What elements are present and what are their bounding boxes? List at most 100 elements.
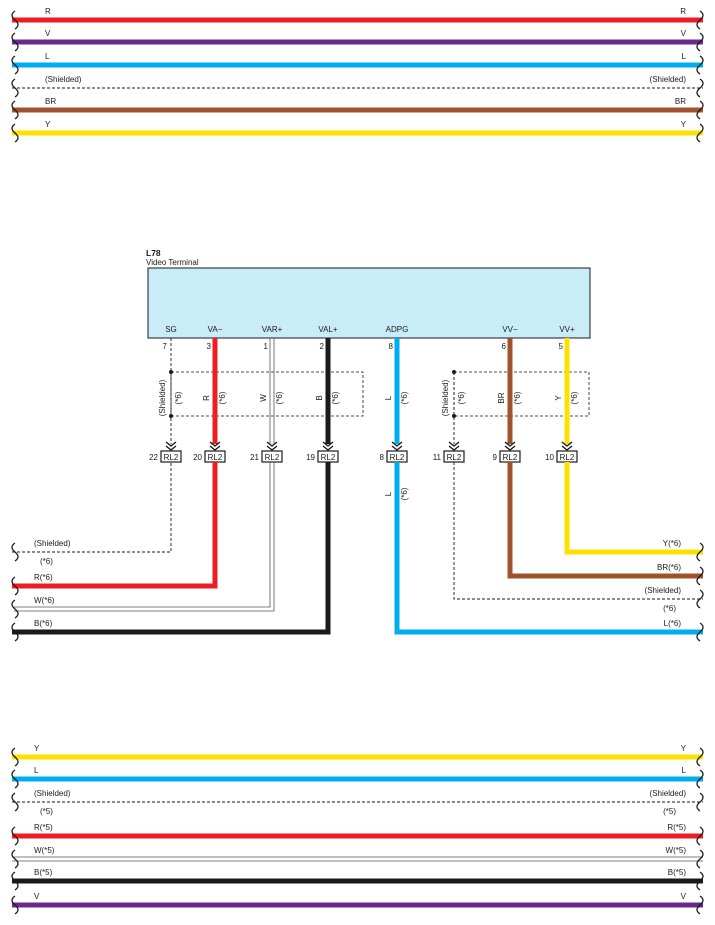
mid-right-wire-label: Y(*6) — [663, 539, 682, 548]
mid-right-wire-label: BR(*6) — [657, 563, 681, 572]
bottom-wire-label-right: Y — [681, 744, 687, 753]
harness-break-right — [696, 871, 704, 891]
harness-break-right — [696, 792, 704, 812]
harness-break-right — [696, 123, 704, 143]
terminal-chevron — [391, 445, 403, 451]
bottom-wire-note-left: (*5) — [40, 807, 53, 816]
harness-break-right — [696, 566, 704, 586]
pin-wire-note: (*6) — [457, 391, 466, 404]
bottom-wire-label-left: (Shielded) — [34, 789, 71, 798]
mid-left-wire-note: (*6) — [40, 557, 53, 566]
rl2-connector-label: RL2 — [503, 453, 518, 462]
harness-break-left — [11, 895, 19, 915]
harness-break-left — [11, 10, 19, 30]
pin-wire-color-label: (Shielded) — [441, 379, 450, 416]
top-wire-label-left: (Shielded) — [45, 75, 82, 84]
rl2-pin-number: 9 — [493, 453, 498, 462]
mid-left-wire — [12, 462, 172, 553]
terminal-chevron — [266, 445, 278, 451]
bottom-wire-label-left: W(*5) — [34, 846, 55, 855]
pin-wire-color-label: L — [384, 395, 393, 400]
harness-break-right — [696, 100, 704, 120]
terminal-chevron — [266, 441, 278, 447]
pin-name: SG — [165, 325, 177, 334]
mid-left-wire-label: R(*6) — [34, 573, 53, 582]
mid-left-wire-outline — [14, 462, 275, 612]
top-wire-label-right: V — [681, 29, 687, 38]
harness-break-right — [696, 55, 704, 75]
bottom-wire-label-right: W(*5) — [666, 846, 687, 855]
harness-break-left — [11, 826, 19, 846]
harness-break-left — [11, 78, 19, 98]
bottom-wire-label-right: L — [682, 766, 687, 775]
mid-right-wire — [453, 462, 703, 600]
connector-id: L78 — [146, 248, 161, 258]
rl2-pin-number: 20 — [193, 453, 202, 462]
bottom-wire-label-right: B(*5) — [668, 868, 687, 877]
pin-wire-color-label: (Shielded) — [158, 379, 167, 416]
rl2-pin-number: 10 — [545, 453, 554, 462]
rl2-connector-label: RL2 — [447, 453, 462, 462]
pin-number: 2 — [320, 342, 325, 351]
pin-number: 8 — [389, 342, 394, 351]
harness-break-right — [696, 622, 704, 642]
pin-wire-note: (*6) — [513, 391, 522, 404]
harness-break-right — [696, 32, 704, 52]
harness-break-right — [696, 895, 704, 915]
shield-junction-dot — [169, 414, 173, 418]
terminal-chevron — [448, 441, 460, 447]
harness-break-left — [11, 32, 19, 52]
connector-body — [147, 267, 591, 339]
bottom-wire-label-left: R(*5) — [34, 823, 53, 832]
mid-right-wire — [564, 462, 703, 555]
bottom-wire-label-left: B(*5) — [34, 868, 53, 877]
top-wire-label-left: R — [45, 7, 51, 16]
pin-number: 5 — [559, 342, 564, 351]
mid-left-wire-label: (Shielded) — [34, 539, 71, 548]
pin-number: 3 — [207, 342, 212, 351]
pin-name: VAL+ — [318, 325, 338, 334]
shield-junction-dot — [452, 414, 456, 418]
pin-wire-note: (*6) — [570, 391, 579, 404]
top-wire-label-left: BR — [45, 97, 56, 106]
rl2-connector-label: RL2 — [390, 453, 405, 462]
mid-right-wire — [394, 462, 703, 635]
terminal-chevron — [165, 445, 177, 451]
top-wire-label-right: Y — [681, 120, 687, 129]
pin-below-note: (*6) — [400, 487, 409, 500]
harness-break-left — [11, 576, 19, 596]
shield-junction-dot — [169, 370, 173, 374]
harness-break-left — [11, 849, 19, 869]
mid-right-wire-label: (Shielded) — [645, 586, 682, 595]
rl2-connector-label: RL2 — [321, 453, 336, 462]
pin-wire-note: (*6) — [331, 391, 340, 404]
harness-break-right — [696, 769, 704, 789]
pin-wire-color-label: BR — [497, 392, 506, 403]
top-wire-label-left: Y — [45, 120, 51, 129]
bottom-wire-label-left: Y — [34, 744, 40, 753]
mid-right-wire — [507, 462, 703, 579]
terminal-chevron — [209, 445, 221, 451]
mid-right-wire-note: (*6) — [663, 604, 676, 613]
terminal-chevron — [391, 441, 403, 447]
mid-left-wire-outline — [14, 462, 271, 608]
pin-number: 6 — [502, 342, 507, 351]
pin-wire-note: (*6) — [400, 391, 409, 404]
pin-name: VA− — [208, 325, 223, 334]
terminal-chevron — [322, 441, 334, 447]
top-wire-label-right: BR — [675, 97, 686, 106]
terminal-chevron — [322, 445, 334, 451]
top-wire-label-left: V — [45, 29, 51, 38]
pin-name: ADPG — [386, 325, 409, 334]
mid-left-wire-label: B(*6) — [34, 619, 53, 628]
harness-break-left — [11, 792, 19, 812]
pin-below-label: L — [384, 491, 393, 496]
rl2-pin-number: 8 — [380, 453, 385, 462]
harness-break-left — [11, 747, 19, 767]
top-wire-label-right: L — [682, 52, 687, 61]
mid-left-wire — [12, 462, 218, 589]
bottom-wire-label-right: (Shielded) — [650, 789, 687, 798]
